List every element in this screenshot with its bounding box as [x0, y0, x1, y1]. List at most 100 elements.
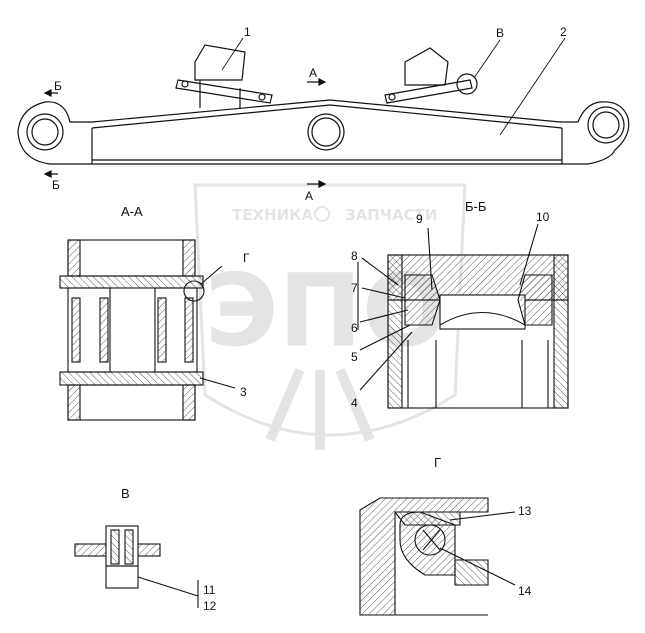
v-bolt-side-l — [110, 529, 120, 565]
g-retainer — [454, 559, 489, 586]
bb-seal-right — [517, 274, 553, 326]
aa-bearing-right — [154, 287, 198, 373]
callout-g: Г — [243, 251, 250, 265]
leader-9 — [427, 227, 433, 291]
callout-9: 9 — [416, 212, 423, 226]
aa-bearing-left-ring — [71, 297, 81, 363]
arrow-b-top-label: Б — [54, 79, 62, 93]
leader-2 — [499, 37, 566, 136]
left-eye-inner — [31, 118, 59, 146]
bb-seal-left — [404, 274, 441, 326]
leader-3 — [199, 377, 236, 389]
callout-11: 11 — [203, 583, 216, 597]
callout-7: 7 — [351, 281, 358, 295]
callout-v-circle — [456, 73, 478, 95]
gear-icon — [314, 206, 330, 222]
right-eye-inner — [592, 111, 620, 139]
callout-12: 12 — [203, 599, 217, 613]
leader-6 — [359, 309, 409, 323]
arrow-b-bottom-label: Б — [52, 178, 60, 192]
beam-assembly — [17, 44, 630, 165]
v-nut — [105, 565, 139, 589]
v-bolt-side-r — [124, 529, 134, 565]
arrow-a-top-head — [318, 78, 327, 86]
right-eye-outer — [587, 106, 625, 144]
section-arrows — [43, 78, 327, 188]
g-seal-body — [399, 511, 456, 576]
leader-g — [200, 265, 223, 285]
callout-g-circle — [183, 280, 205, 302]
g-housing — [359, 497, 489, 616]
g-oring-cross — [422, 529, 441, 551]
left-bolt-b — [258, 93, 266, 101]
callout-2: 2 — [560, 25, 567, 39]
left-bracket-plate — [175, 79, 273, 104]
beam-inner-top — [91, 104, 563, 129]
callout-v: В — [496, 26, 504, 40]
aa-sleeve-bottom — [59, 371, 204, 386]
view-v-title: В — [121, 486, 130, 501]
top-leaders — [221, 37, 566, 136]
arrow-a-bottom-head — [318, 180, 327, 188]
watermark-top-text: ТЕХНИКА — [232, 206, 313, 224]
arrow-a-bottom-label: А — [305, 189, 313, 203]
leader-7 — [361, 287, 406, 299]
bb-shaft-arc — [439, 311, 526, 326]
leader-5 — [359, 324, 411, 351]
aa-wall-tl — [67, 239, 81, 277]
callout-1: 1 — [244, 25, 251, 39]
g-oring — [414, 524, 446, 556]
callout-10: 10 — [536, 210, 550, 224]
callout-14: 14 — [518, 584, 532, 598]
aa-bearing-left — [67, 287, 111, 373]
leader-8 — [361, 257, 399, 286]
watermark-bottom-text: ЗАПЧАСТИ — [345, 206, 437, 224]
section-aa-title: А-А — [121, 204, 143, 219]
right-bracket-plate — [384, 79, 473, 104]
aa-bearing-left-ring2 — [99, 297, 109, 363]
aa-wall-br — [182, 384, 196, 421]
leader-11-12 — [137, 576, 199, 597]
leader-4 — [359, 331, 413, 391]
section-bb — [357, 223, 569, 409]
view-g-title: Г — [434, 455, 441, 470]
bb-left-wall — [387, 254, 403, 409]
aa-bearing-right-ring2 — [184, 297, 194, 363]
left-eye-outer — [26, 113, 64, 151]
leader-v — [473, 39, 501, 79]
arrow-b-bottom-head — [43, 170, 52, 178]
center-eye-outer — [307, 113, 345, 151]
view-g — [359, 497, 516, 616]
wheat-icon — [265, 368, 375, 450]
view-v — [74, 525, 199, 608]
arrow-b-top-head — [43, 89, 52, 97]
aa-sleeve-top — [59, 275, 204, 289]
aa-bearing-right-ring — [157, 297, 167, 363]
leader-10 — [519, 223, 539, 286]
callout-13: 13 — [518, 504, 532, 518]
left-bracket — [194, 44, 246, 81]
callout-8: 8 — [351, 249, 358, 263]
section-bb-title: Б-Б — [465, 199, 486, 214]
bb-right-wall — [553, 254, 569, 409]
callout-3: 3 — [240, 385, 247, 399]
beam-outline — [17, 99, 630, 165]
aa-wall-bl — [67, 384, 81, 421]
arrow-a-top-label: А — [309, 66, 317, 80]
callout-5: 5 — [351, 350, 358, 364]
leader-14 — [439, 547, 516, 586]
watermark-shield — [193, 183, 467, 437]
aa-housing-top — [67, 239, 196, 277]
left-bolt-a — [181, 80, 189, 88]
section-aa — [59, 239, 236, 421]
right-bolt-a — [388, 93, 396, 101]
center-eye-inner — [311, 117, 341, 147]
leader-13 — [449, 511, 516, 521]
aa-housing-bottom — [67, 384, 196, 421]
aa-wall-tr — [182, 239, 196, 277]
callout-6: 6 — [351, 321, 358, 335]
right-bracket — [404, 47, 449, 86]
leader-1 — [221, 37, 244, 71]
